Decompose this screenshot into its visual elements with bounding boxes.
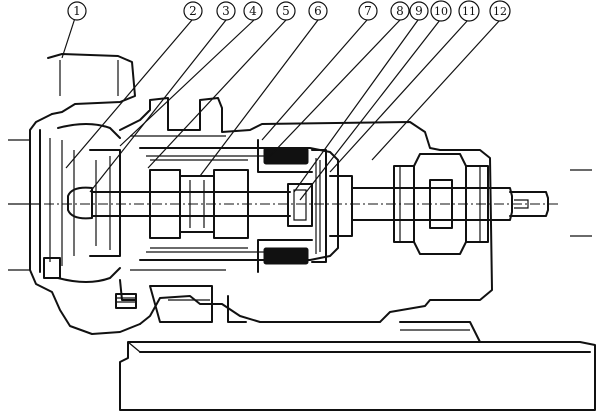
callout-12: 12 (489, 0, 511, 22)
callout-3-text: 3 (222, 4, 230, 18)
callout-10: 10 (430, 0, 452, 22)
callout-6: 6 (308, 1, 328, 21)
callout-12-text: 12 (493, 5, 507, 18)
pump-casing (29, 53, 141, 335)
base-plate (119, 321, 596, 411)
callout-7-text: 7 (364, 4, 372, 18)
callout-1: 1 (67, 1, 87, 21)
bearing-bracket (119, 97, 493, 325)
callout-8: 8 (390, 1, 410, 21)
axis-ticks (8, 139, 592, 271)
callout-4-text: 4 (249, 4, 257, 18)
outer-rotor-hub (287, 175, 353, 237)
callout-11-text: 11 (462, 5, 476, 18)
callout-11: 11 (458, 0, 480, 22)
callout-2: 2 (183, 1, 203, 21)
outer-magnets (257, 139, 327, 273)
callout-10-text: 10 (434, 5, 448, 18)
callout-2-text: 2 (189, 4, 197, 18)
callout-3: 3 (216, 1, 236, 21)
callout-1-text: 1 (73, 4, 81, 18)
callout-6-text: 6 (314, 4, 322, 18)
callout-4: 4 (243, 1, 263, 21)
callout-7: 7 (358, 1, 378, 21)
callout-5: 5 (276, 1, 296, 21)
callout-8-text: 8 (396, 4, 404, 18)
callout-9-text: 9 (415, 4, 423, 18)
impeller (67, 149, 121, 257)
coupling (393, 153, 489, 255)
leader-lines (61, 17, 501, 201)
drain-plug (115, 293, 137, 309)
callout-5-text: 5 (282, 4, 290, 18)
pump-shaft (8, 187, 560, 221)
callout-9: 9 (409, 1, 429, 21)
